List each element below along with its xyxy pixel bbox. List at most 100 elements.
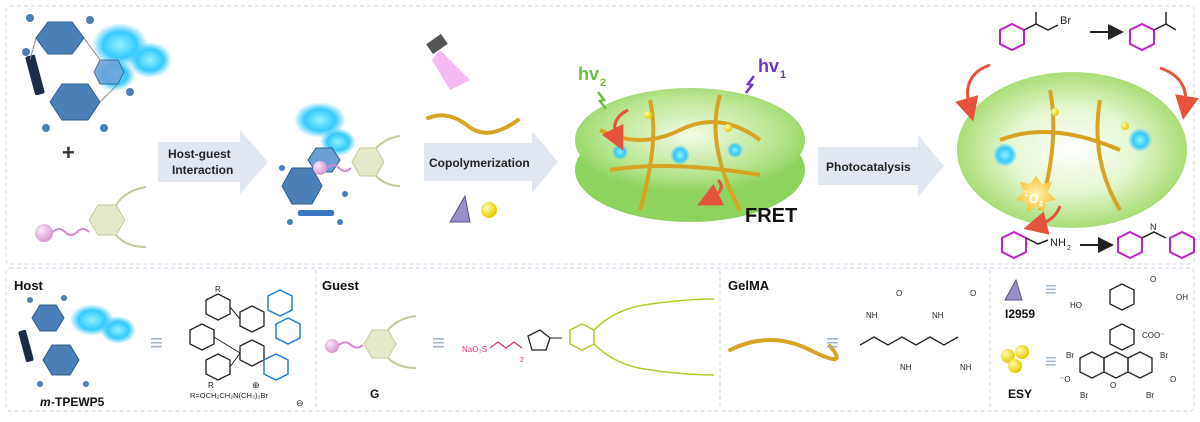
- arrow-shape: [158, 130, 268, 194]
- reaction-bromo-ketone: Br: [999, 12, 1177, 52]
- arrow-copolymerization: Copolymerization: [424, 131, 558, 193]
- gelma-title: GelMA: [728, 278, 770, 293]
- esy-ball: [1121, 122, 1129, 130]
- arrow-photocatalysis: Photocatalysis: [818, 135, 944, 197]
- hv1-label: hv 1: [745, 56, 786, 94]
- phenyl-ring: [999, 22, 1025, 52]
- atom: [27, 297, 33, 303]
- singlet-oxygen-base: O: [1029, 192, 1038, 206]
- equiv-i2959: ≡: [1045, 279, 1057, 301]
- polymer-chain: [609, 164, 761, 177]
- esy-o: O: [1110, 381, 1116, 390]
- benzene-edge: [18, 329, 34, 363]
- phenyl-ring: [205, 353, 231, 381]
- host-name-italic: m: [40, 395, 51, 409]
- guest-hexagon: [363, 329, 397, 359]
- gelma-o: O: [970, 289, 976, 298]
- peg-arm: [593, 343, 715, 376]
- atom: [86, 16, 94, 24]
- atom: [26, 14, 34, 22]
- hv1-text: hv: [758, 56, 779, 76]
- hydrogel-disk: [575, 88, 805, 222]
- lamp-body: [426, 33, 448, 55]
- atom: [61, 295, 67, 301]
- amine-label: NH: [1050, 237, 1066, 249]
- gel-sphere: 1 O 2: [955, 63, 1199, 235]
- arrow-host-guest: Host-guest Interaction: [158, 130, 268, 194]
- lightning-icon: [745, 75, 755, 94]
- bond: [99, 83, 119, 103]
- atom: [42, 124, 50, 132]
- phenyl-ring: [1169, 230, 1195, 260]
- red-arrow: [955, 63, 991, 122]
- bond-chain: [1025, 237, 1049, 245]
- atom: [126, 88, 134, 96]
- red-arrow: [1023, 205, 1062, 235]
- tpe-phenyl: [263, 353, 289, 381]
- equiv-host: ≡: [150, 330, 163, 355]
- hv2-label: hv 2: [578, 64, 607, 110]
- atom: [22, 48, 30, 56]
- hv1-sub: 1: [780, 69, 786, 81]
- hv2-text: hv: [578, 64, 599, 84]
- tpe-phenyl: [275, 317, 301, 345]
- guest-chain: [52, 228, 90, 236]
- guest-tail: [375, 175, 401, 187]
- benzene-hex: [93, 59, 125, 85]
- bond-chain: [1141, 231, 1167, 239]
- guest-cartoon-small: [325, 315, 417, 369]
- tpe-glow-blob: [100, 316, 136, 344]
- esy-name: ESY: [1008, 387, 1032, 401]
- singlet-oxygen-burst: [1016, 176, 1056, 212]
- esy-ball: [644, 111, 652, 119]
- host-molecule-cartoon: [22, 14, 172, 132]
- host-cartoon-small: [18, 295, 136, 387]
- plus-sign: +: [62, 140, 75, 165]
- atom: [37, 381, 43, 387]
- atom: [342, 191, 348, 197]
- esy-br: Br: [1146, 391, 1154, 400]
- i2959-ho: HO: [1070, 301, 1082, 310]
- bond: [229, 352, 241, 368]
- guest-head-ball: [35, 224, 53, 242]
- host-minus-charge: ⊖: [296, 398, 304, 408]
- esy-ball: [1051, 108, 1059, 116]
- guest-tail: [387, 357, 417, 369]
- guest-molecule-cartoon: [35, 186, 147, 248]
- amine-sub: 2: [1067, 245, 1071, 252]
- xanthene-ring: [1103, 351, 1129, 379]
- host-guest-complex-cartoon: [279, 102, 401, 225]
- phenyl-ring: [1129, 22, 1155, 52]
- atom: [100, 124, 108, 132]
- bond: [213, 336, 241, 354]
- phenyl-ring: [239, 305, 265, 333]
- bond: [83, 37, 101, 61]
- esy-ball-icon: [1008, 359, 1022, 373]
- esy-ominus: ⁻O: [1060, 375, 1070, 384]
- guest-structure: NaO₃S 2: [462, 298, 715, 376]
- gelma-chain-icon: [728, 338, 839, 361]
- esy-ball-icon: [481, 202, 497, 218]
- polymer-chain: [599, 120, 762, 142]
- equiv-guest: ≡: [432, 330, 445, 355]
- lamp-beam: [432, 50, 470, 90]
- bond-chain: [1023, 23, 1059, 31]
- guest-tail: [375, 135, 401, 149]
- phenyl-ring: [1117, 230, 1143, 260]
- guest-n-sub: 2: [520, 357, 524, 364]
- host-r-definition: R=OCH₂CH₂N(CH₃)₃Br: [190, 391, 268, 400]
- guest-head-ball: [313, 161, 327, 175]
- equiv-esy: ≡: [1045, 351, 1057, 373]
- phenyl-ring: [239, 339, 265, 367]
- xanthene-ring: [1127, 351, 1153, 379]
- singlet-oxygen-sub: 2: [1039, 201, 1043, 208]
- tpe-glow-blob: [993, 143, 1017, 167]
- guest-tail: [115, 186, 147, 206]
- benzene-hex: [49, 83, 101, 121]
- lamp-icon: [426, 33, 470, 90]
- lightning-icon: [597, 91, 607, 110]
- esy-structure: COO⁻ Br Br Br Br ⁻O O O: [1060, 323, 1176, 400]
- host-r-label: R: [215, 285, 221, 294]
- host-name-rest: -TPEWP5: [51, 395, 105, 409]
- gel-top: [575, 88, 805, 192]
